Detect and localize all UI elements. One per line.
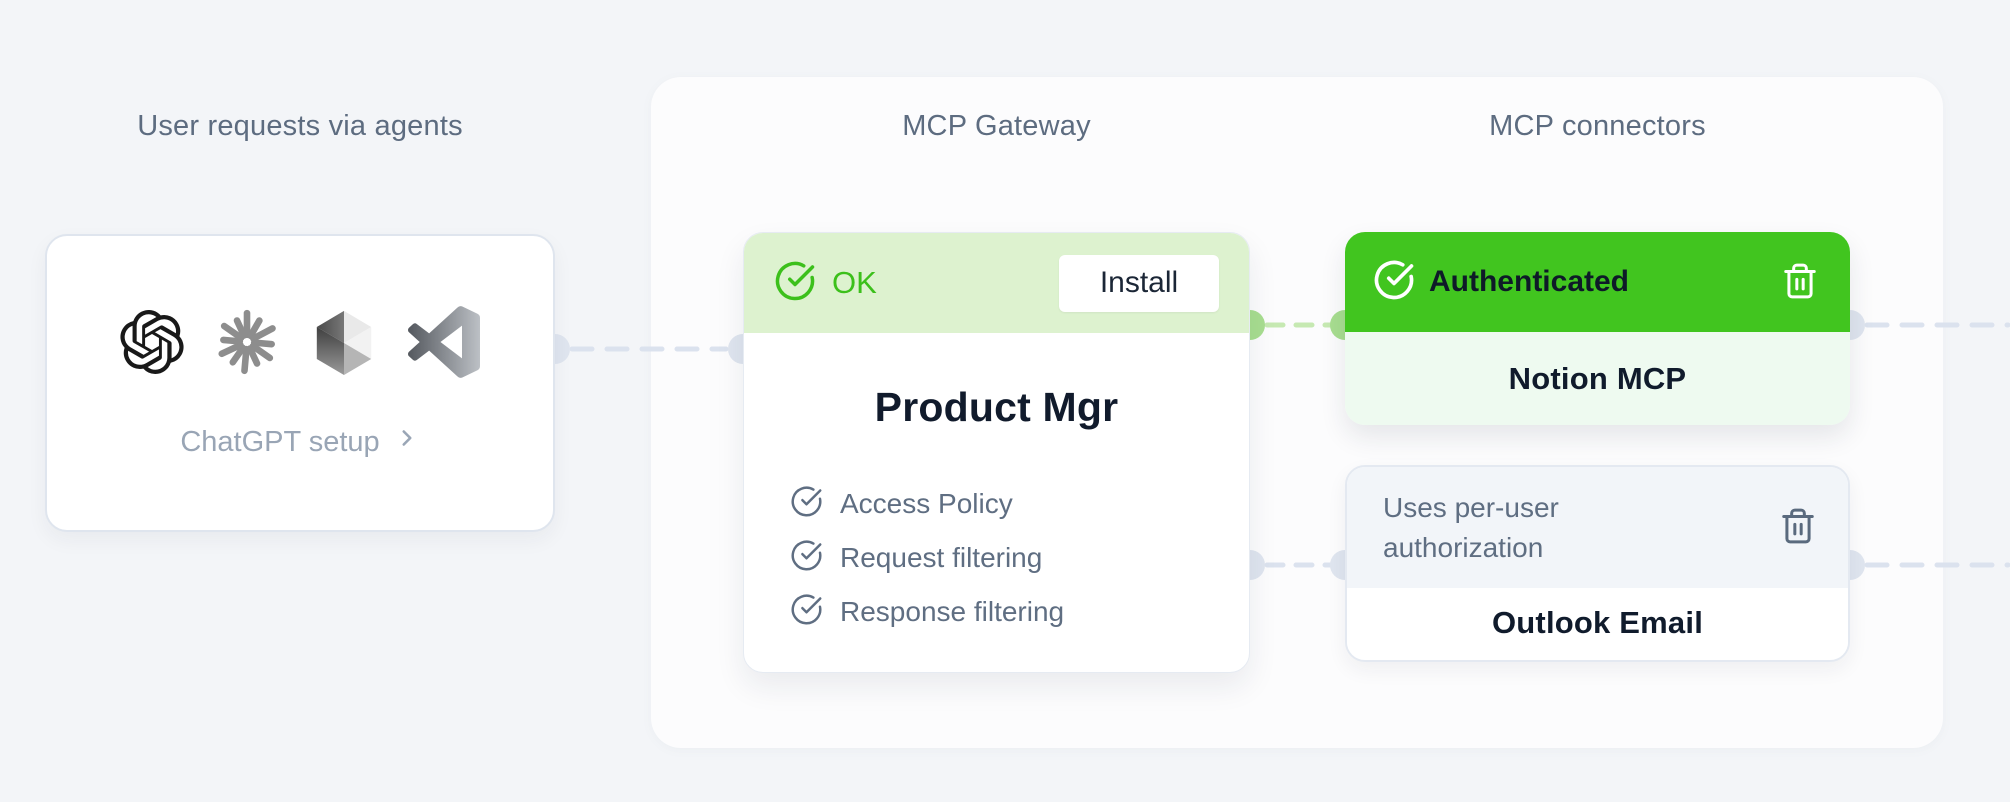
gateway-node[interactable]: OK Install Product Mgr Access Policy Req…: [743, 232, 1250, 673]
openai-icon: [120, 309, 184, 379]
feature-row: Response filtering: [790, 593, 1203, 631]
agents-card[interactable]: ChatGPT setup: [45, 234, 555, 532]
notion-title: Notion MCP: [1508, 360, 1687, 396]
feature-row: Request filtering: [790, 539, 1203, 577]
ai-spark-icon: [214, 309, 280, 380]
install-button[interactable]: Install: [1059, 254, 1219, 312]
check-circle-icon: [1373, 259, 1415, 306]
notion-node[interactable]: Authenticated Notion MCP: [1345, 232, 1850, 425]
feature-label: Access Policy: [840, 488, 1013, 519]
delete-outlook-button[interactable]: [1776, 506, 1820, 550]
agent-logos-row: [120, 305, 480, 383]
feature-label: Response filtering: [840, 596, 1065, 627]
outlook-body: Outlook Email: [1347, 588, 1848, 658]
trash-icon: [1779, 507, 1817, 548]
check-circle-icon: [790, 485, 823, 523]
outlook-title: Outlook Email: [1491, 605, 1704, 640]
gateway-status: OK: [832, 265, 877, 300]
check-circle-icon: [774, 260, 816, 307]
chatgpt-setup-link[interactable]: ChatGPT setup: [180, 425, 419, 459]
outlook-node[interactable]: Uses per-user authorization Outlook Emai…: [1345, 465, 1850, 662]
outlook-auth-note: Uses per-user authorization: [1383, 491, 1559, 563]
agents-heading: User requests via agents: [137, 110, 463, 142]
chevron-right-icon: [394, 425, 420, 459]
outlook-status-bar: Uses per-user authorization: [1347, 467, 1848, 588]
gateway-body: Product Mgr Access Policy Request filter…: [744, 333, 1249, 629]
gateway-heading: MCP Gateway: [902, 110, 1091, 142]
cursor-cube-icon: [310, 308, 378, 381]
gateway-status-bar: OK Install: [744, 233, 1249, 333]
feature-label: Request filtering: [840, 542, 1043, 573]
trash-icon: [1781, 262, 1819, 303]
vscode-icon: [407, 305, 480, 383]
feature-row: Access Policy: [790, 485, 1203, 523]
chatgpt-setup-label: ChatGPT setup: [180, 425, 380, 458]
notion-status: Authenticated: [1429, 265, 1630, 298]
notion-status-bar: Authenticated: [1345, 232, 1850, 332]
check-circle-icon: [790, 593, 823, 631]
check-circle-icon: [790, 539, 823, 577]
delete-notion-button[interactable]: [1778, 260, 1822, 304]
gateway-title: Product Mgr: [874, 384, 1119, 430]
connectors-heading: MCP connectors: [1489, 110, 1706, 142]
notion-body: Notion MCP: [1345, 332, 1850, 425]
